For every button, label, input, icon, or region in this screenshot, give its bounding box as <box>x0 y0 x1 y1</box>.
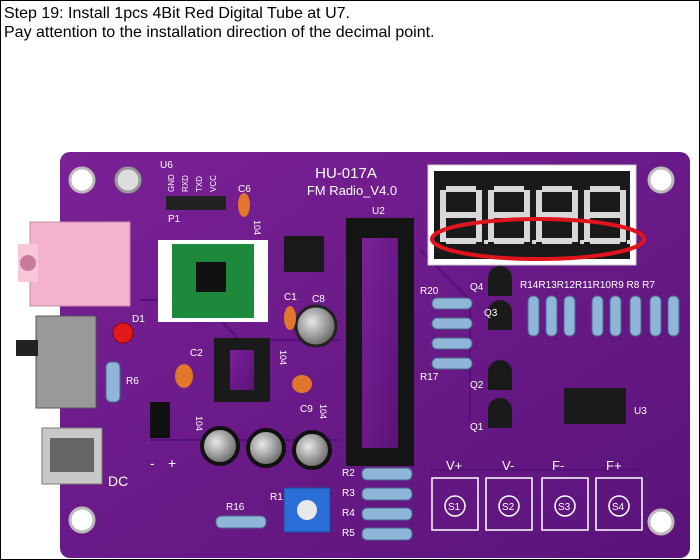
r4-label: R4 <box>342 508 355 519</box>
p1-label: P1 <box>168 214 181 225</box>
instruction-caption: Step 19: Install 1pcs 4Bit Red Digital T… <box>4 4 434 42</box>
minus-label: - <box>150 455 155 471</box>
header-p1 <box>166 196 226 210</box>
capacitor-c2 <box>175 364 193 388</box>
capacitor-c8 <box>294 304 338 348</box>
transistor-group <box>488 266 512 428</box>
r5-label: R5 <box>342 528 355 539</box>
capacitor-c1 <box>284 306 296 330</box>
c9-label: C9 <box>300 404 313 415</box>
button-pads <box>431 477 643 531</box>
c2-label: C2 <box>190 348 203 359</box>
q2-label: Q2 <box>470 380 484 391</box>
dc-label: DC <box>108 473 128 489</box>
resistor-group <box>105 295 680 541</box>
r20-label: R20 <box>420 286 439 297</box>
capacitor-c6 <box>238 193 250 217</box>
c6-label: C6 <box>238 184 251 195</box>
r1-label: R1 <box>270 492 283 503</box>
digital-tube-u7 <box>427 164 637 266</box>
resistor-row-label: R14R13R12R11R10R9 R8 R7 <box>520 280 655 291</box>
r16-label: R16 <box>226 502 245 513</box>
led-d1 <box>112 322 134 344</box>
capacitor-large-1 <box>200 426 240 466</box>
r6-label: R6 <box>126 376 139 387</box>
board-subtitle-label: FM Radio_V4.0 <box>307 183 397 198</box>
p1-pin-label-vcc: VCC <box>209 175 218 192</box>
capacitor-small <box>150 402 170 438</box>
dc-jack <box>41 427 103 485</box>
fplus-label: F+ <box>606 458 622 473</box>
p1-pin-label-rxd: RXD <box>181 175 190 192</box>
caption-line-2: Pay attention to the installation direct… <box>4 24 435 41</box>
potentiometer-knob <box>297 500 317 520</box>
fm-module <box>158 240 268 322</box>
p1-pin-label-gnd: GND <box>167 174 176 192</box>
cap-104-label: 104 <box>278 350 288 365</box>
ic-u3 <box>564 388 626 424</box>
q4-label: Q4 <box>470 282 484 293</box>
cap-104-label: 104 <box>318 404 328 419</box>
s4-label: S4 <box>612 502 625 513</box>
c1-label: C1 <box>284 292 297 303</box>
cap-104-label: 104 <box>194 416 204 431</box>
r3-label: R3 <box>342 488 355 499</box>
plus-label: + <box>168 455 176 471</box>
fminus-label: F- <box>552 458 564 473</box>
r2-label: R2 <box>342 468 355 479</box>
caption-line-1: Step 19: Install 1pcs 4Bit Red Digital T… <box>4 5 350 22</box>
vplus-label: V+ <box>446 458 462 473</box>
s3-label: S3 <box>558 502 571 513</box>
capacitor-c9 <box>292 375 312 393</box>
q1-label: Q1 <box>470 422 484 433</box>
decimal-point-highlight <box>430 217 646 261</box>
audio-jack <box>18 221 131 307</box>
slide-switch <box>16 315 97 409</box>
voltage-regulator <box>284 236 324 272</box>
s1-label: S1 <box>448 502 461 513</box>
capacitor-large-2 <box>246 428 286 468</box>
q3-label: Q3 <box>484 308 498 319</box>
u3-label: U3 <box>634 406 647 417</box>
r17-label: R17 <box>420 372 439 383</box>
u6-label: U6 <box>160 160 173 171</box>
ic-socket-u2 <box>346 218 414 466</box>
capacitor-large-3 <box>292 430 332 470</box>
p1-pin-label-txd: TXD <box>195 176 204 192</box>
d1-label: D1 <box>132 314 145 325</box>
ic-socket-8pin <box>214 338 270 402</box>
s2-label: S2 <box>502 502 515 513</box>
u2-label: U2 <box>372 206 385 217</box>
c8-label: C8 <box>312 294 325 305</box>
board-model-label: HU-017A <box>315 165 377 182</box>
cap-104-label: 104 <box>252 220 262 235</box>
vminus-label: V- <box>502 458 514 473</box>
